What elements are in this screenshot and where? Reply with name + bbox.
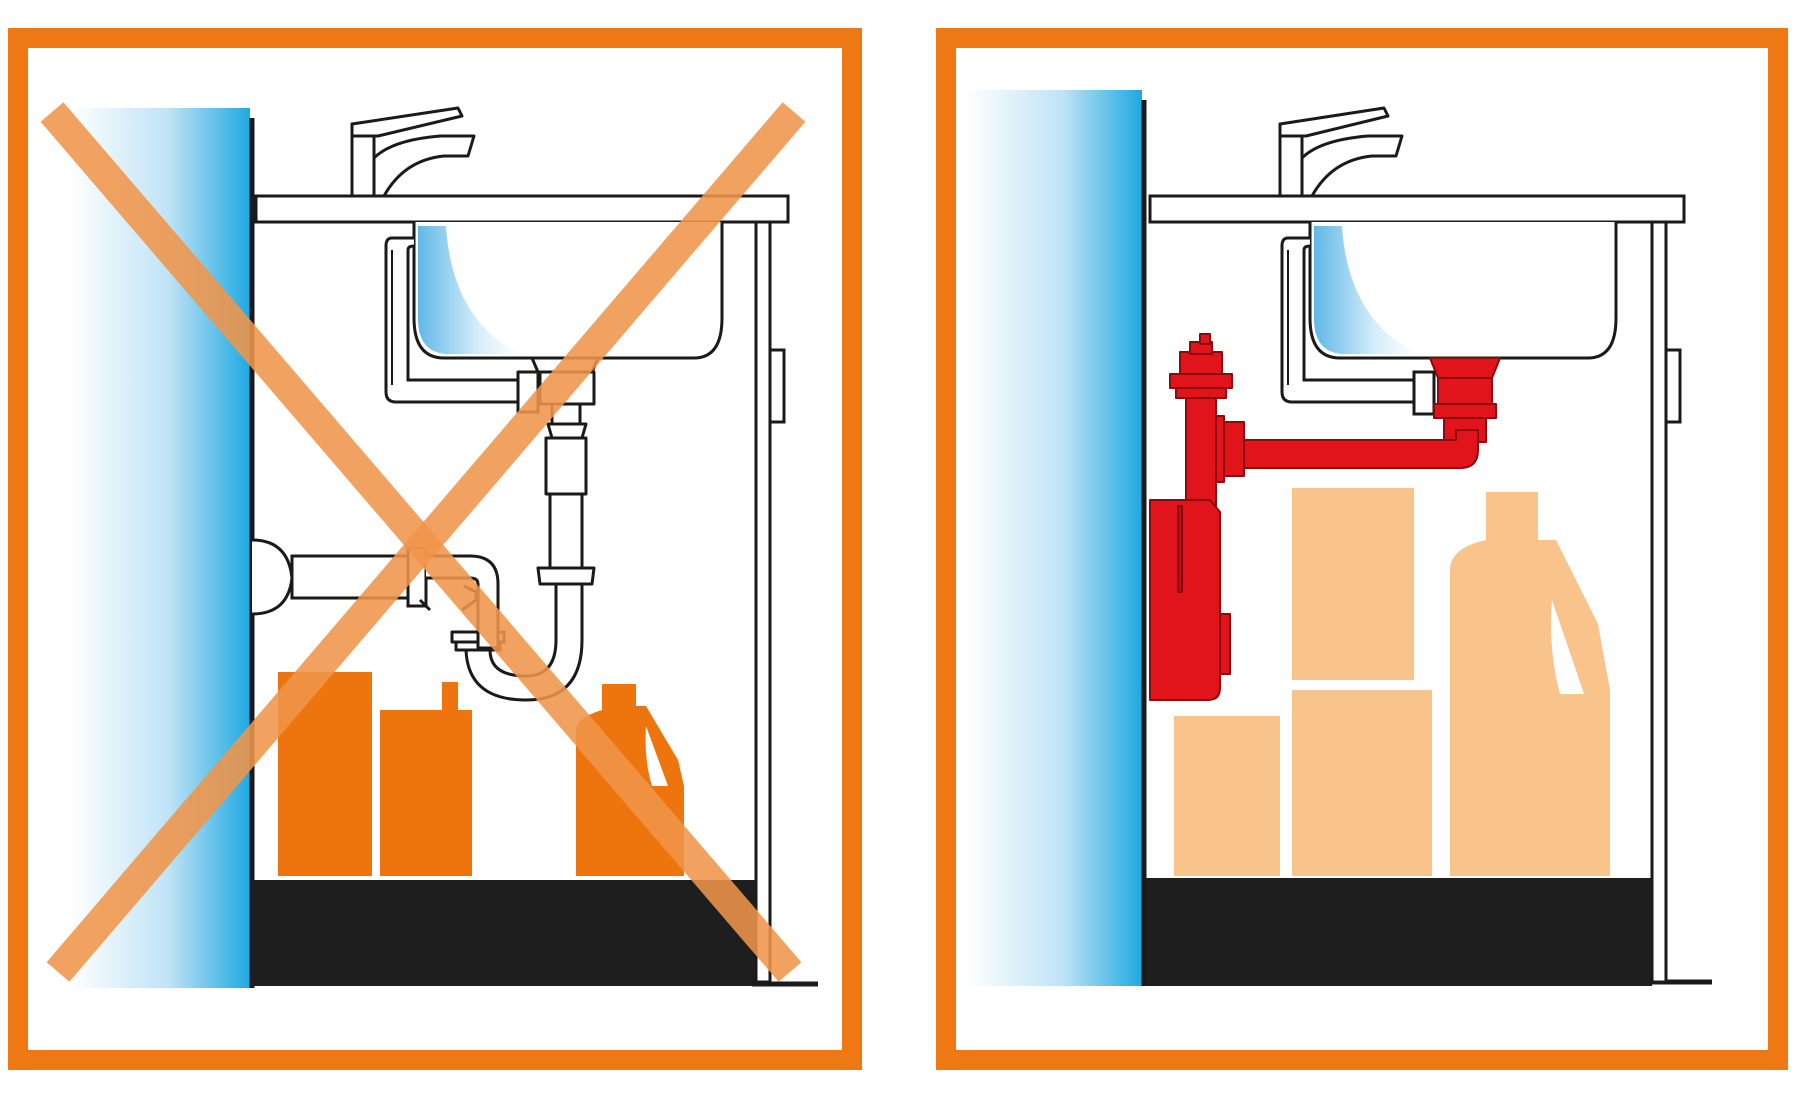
sink-water [418,226,520,354]
detergent-jug [1450,492,1610,876]
bottle-small-body [380,710,472,876]
countertop [1148,194,1686,224]
stored-items [1174,488,1610,876]
cross-icon [40,102,806,982]
cabinet-side [1650,220,1668,984]
faucet [1278,106,1404,198]
door-handle [768,348,786,424]
cabinet-floor [252,880,762,986]
cabinet-floor [1146,878,1652,986]
sink-water [1314,226,1418,354]
cabinet-side [754,220,772,984]
bottle-small-cap [442,682,458,712]
overflow-pipe [1280,236,1420,404]
box-bottom [1292,690,1432,876]
wall [966,90,1142,986]
panel-incorrect [8,28,862,1070]
door-handle [1664,348,1682,424]
panel-frame [8,28,862,1070]
panel-frame [936,28,1788,1070]
box-small [1174,716,1280,876]
panel-correct [936,28,1788,1070]
box-top [1292,488,1414,680]
overflow-pipe [384,236,524,404]
space-saving-siphon-icon [1149,333,1501,701]
faucet [350,106,476,198]
